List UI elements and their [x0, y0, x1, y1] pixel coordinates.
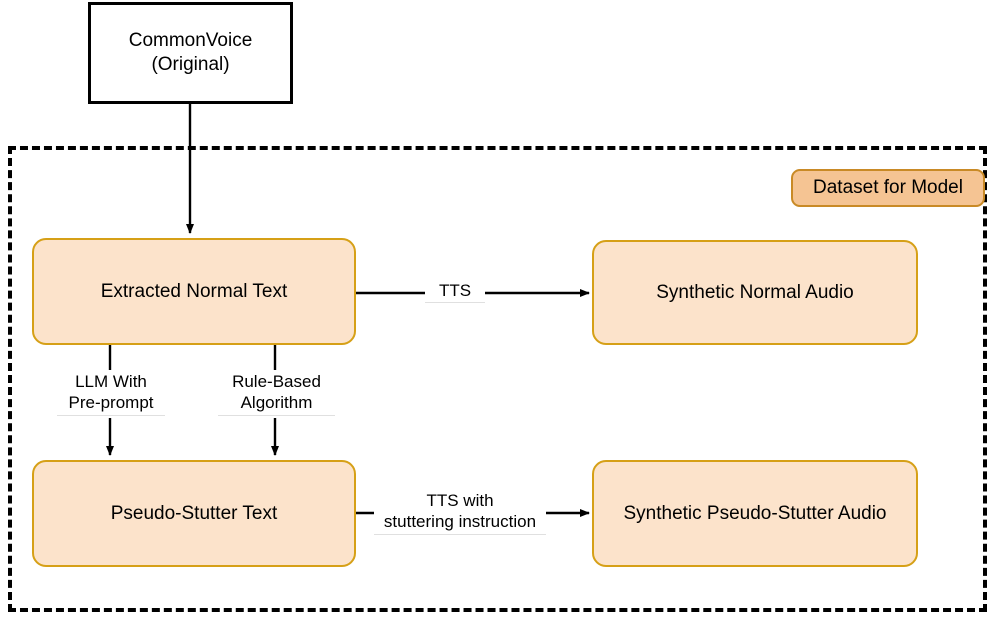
edge-label-tts-stuttering-line2: stuttering instruction — [383, 512, 537, 531]
dataset-for-model-badge[interactable]: Dataset for Model — [791, 169, 985, 207]
edge-label-rule-based-algorithm-line2: Algorithm — [240, 393, 313, 412]
edge-label-tts-normal: TTS — [425, 279, 485, 305]
node-synthetic-normal-audio[interactable]: Synthetic Normal Audio — [592, 240, 918, 345]
edge-label-llm-pre-prompt-line1: LLM With — [75, 372, 147, 392]
node-synthetic-normal-audio-label: Synthetic Normal Audio — [656, 281, 854, 303]
edge-label-llm-pre-prompt: LLM With Pre-prompt — [57, 370, 165, 418]
node-synthetic-pseudo-stutter-audio-label: Synthetic Pseudo-Stutter Audio — [623, 502, 887, 524]
node-pseudo-stutter-text[interactable]: Pseudo-Stutter Text — [32, 460, 356, 567]
node-extracted-normal-text-label: Extracted Normal Text — [100, 280, 288, 302]
edge-label-tts-stuttering: TTS with stuttering instruction — [374, 489, 546, 537]
edge-label-tts-normal-line1: TTS — [438, 280, 472, 300]
dataset-for-model-badge-label: Dataset for Model — [813, 177, 963, 199]
edge-label-tts-stuttering-line1: TTS with — [426, 491, 494, 511]
edge-label-underline — [374, 533, 546, 535]
node-commonvoice-label-line1: CommonVoice — [128, 30, 253, 52]
edge-label-rule-based-algorithm: Rule-Based Algorithm — [218, 370, 335, 418]
node-extracted-normal-text[interactable]: Extracted Normal Text — [32, 238, 356, 345]
node-pseudo-stutter-text-label: Pseudo-Stutter Text — [110, 502, 278, 524]
node-commonvoice-label-line2: (Original) — [151, 54, 230, 75]
edge-label-rule-based-algorithm-line1: Rule-Based — [232, 372, 321, 392]
edge-label-underline — [57, 414, 165, 416]
edge-label-underline — [425, 302, 485, 304]
edge-label-llm-pre-prompt-line2: Pre-prompt — [68, 393, 154, 412]
node-synthetic-pseudo-stutter-audio[interactable]: Synthetic Pseudo-Stutter Audio — [592, 460, 918, 567]
dataset-group-container — [8, 146, 987, 612]
node-commonvoice[interactable]: CommonVoice (Original) — [88, 2, 293, 104]
edge-label-underline — [218, 414, 335, 416]
